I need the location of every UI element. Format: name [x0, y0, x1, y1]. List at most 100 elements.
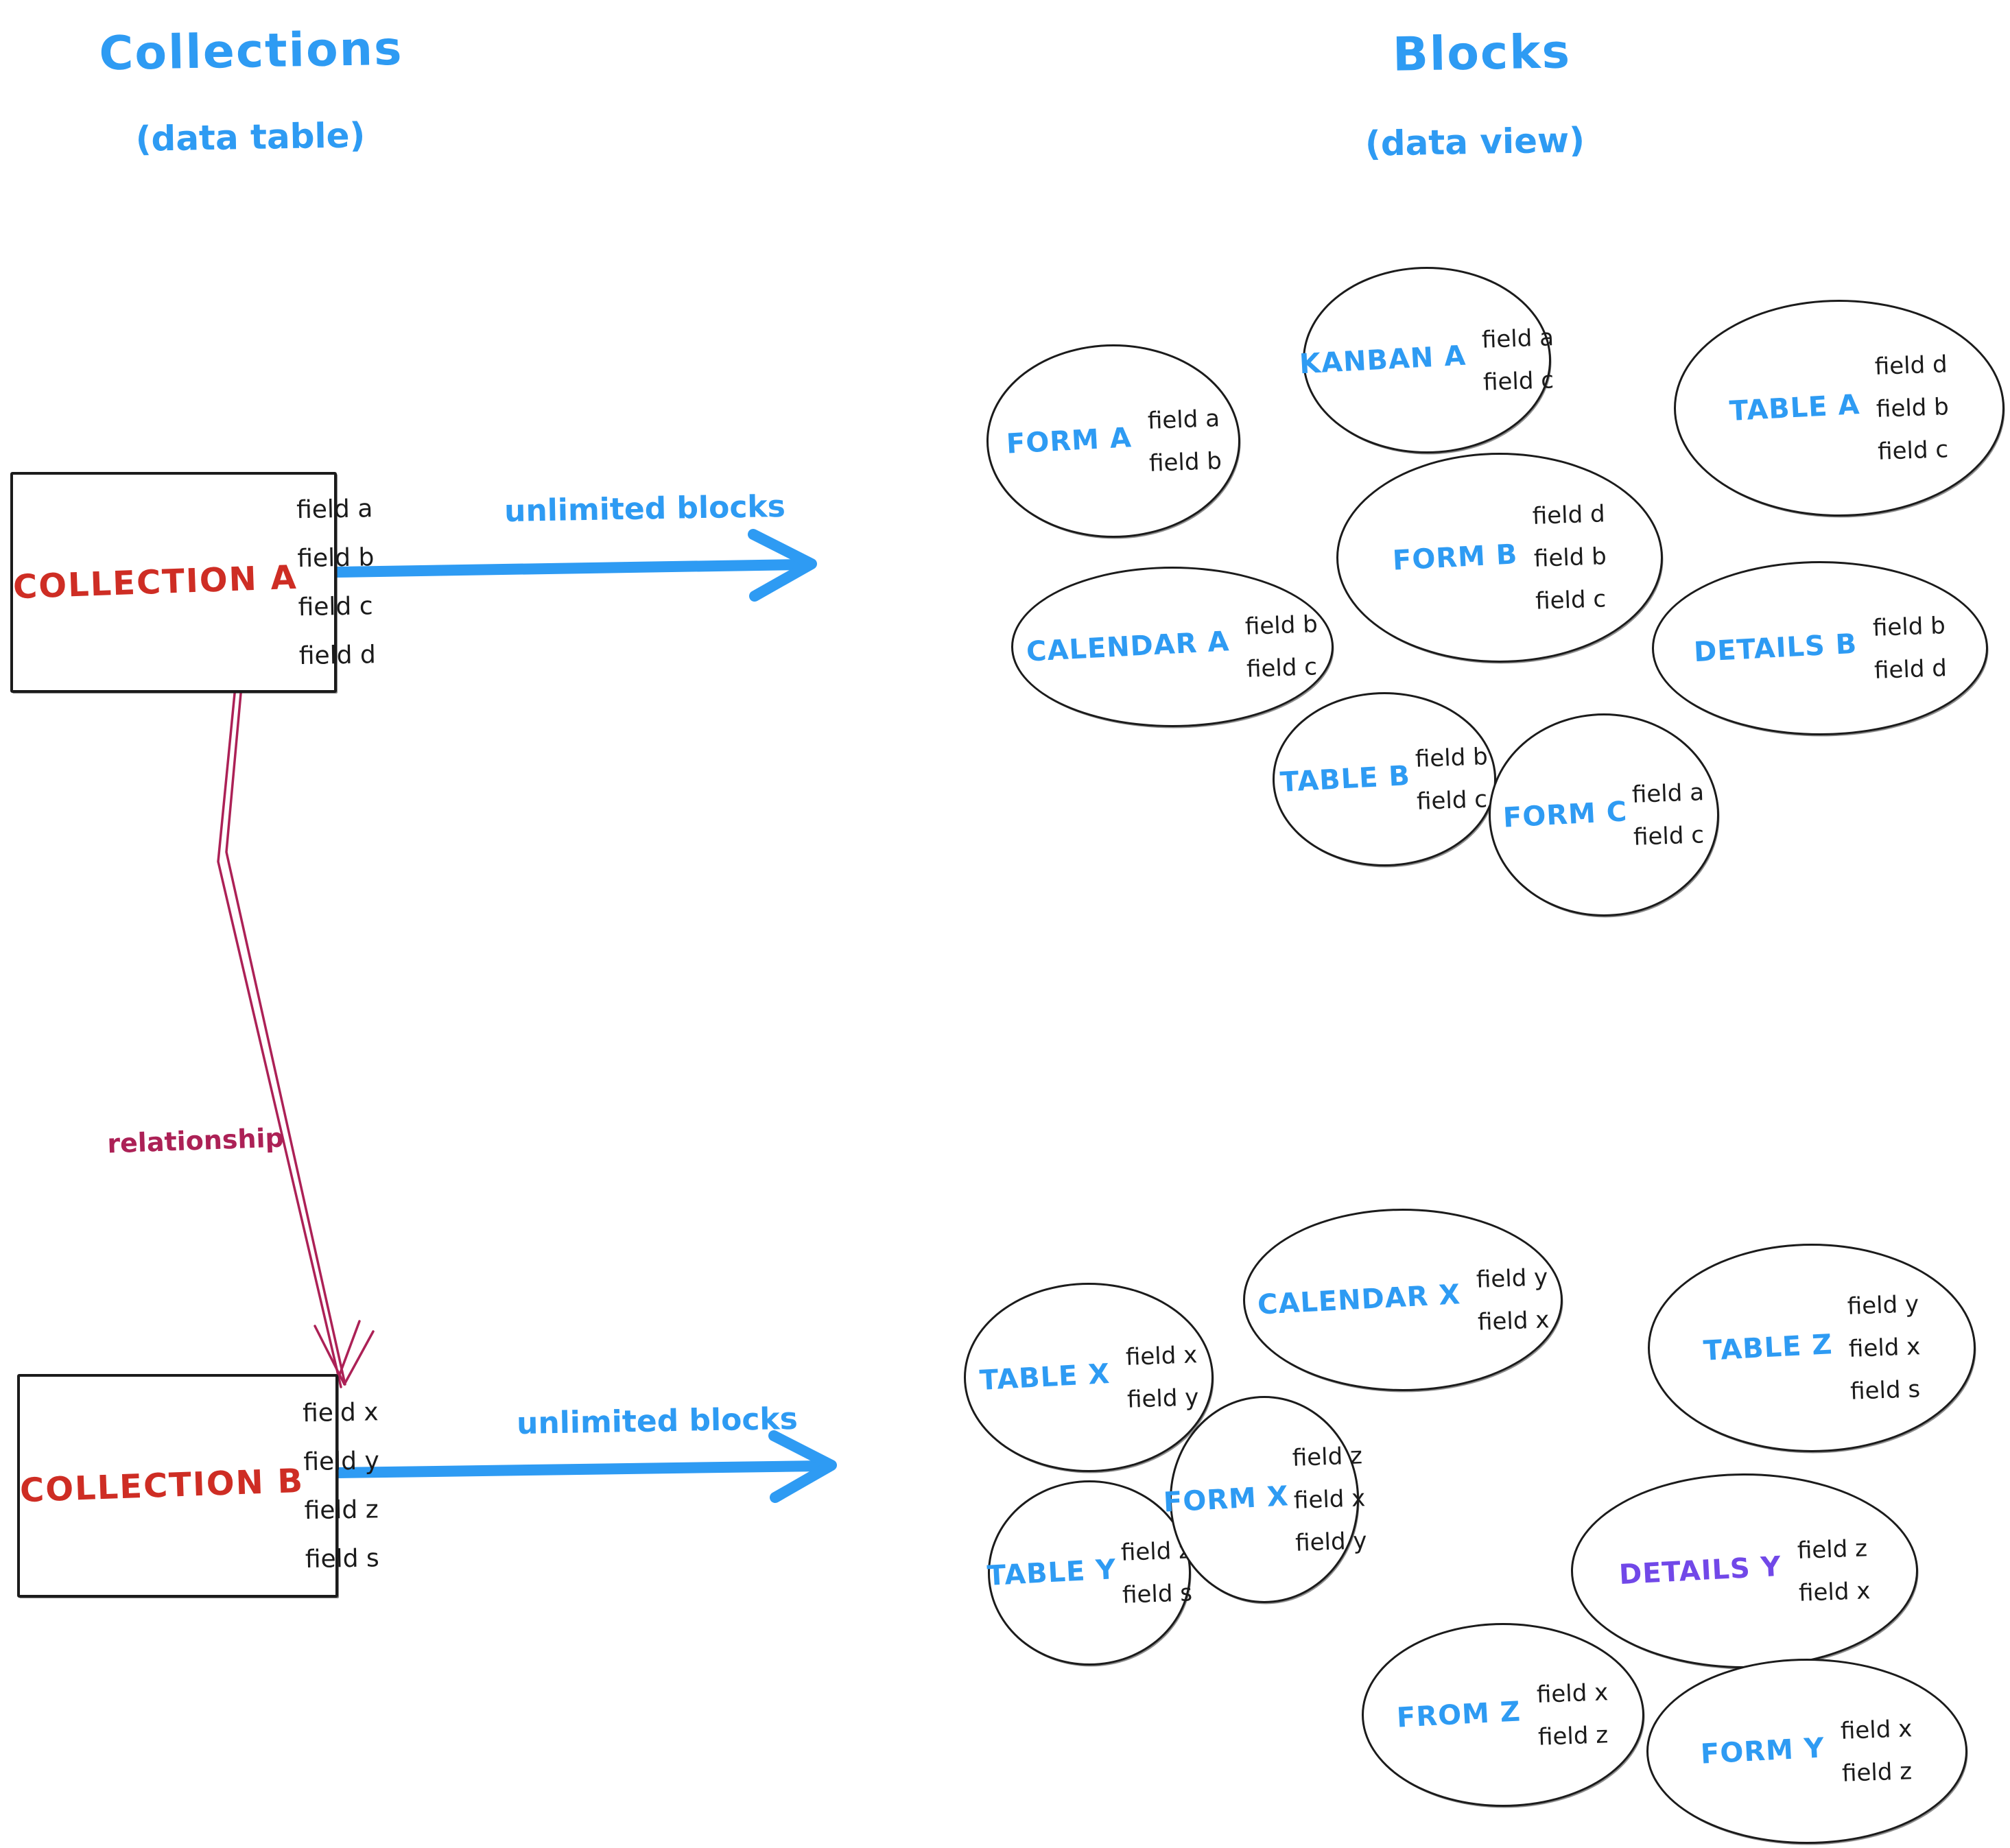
block-field: field s [1849, 1375, 1921, 1406]
block-label: FORM Y [1700, 1732, 1826, 1770]
block-fields: field z field x [1797, 1535, 1871, 1607]
collection-b-fields: field x field y field z field s [303, 1398, 399, 1574]
block-field: field d [1873, 654, 1948, 685]
block-field: field z [1292, 1442, 1363, 1472]
block-label: TABLE X [978, 1358, 1111, 1397]
block-ellipse-form-c: FORM C field a field c [1489, 713, 1719, 916]
block-field: field x [1798, 1577, 1871, 1607]
block-ellipse-table-y: TABLE Y field z field s [986, 1480, 1193, 1666]
block-field: field x [1125, 1341, 1198, 1371]
block-label: FORM B [1391, 538, 1519, 577]
collection-field: field d [298, 641, 376, 671]
block-ellipse-table-x: TABLE X field x field y [964, 1283, 1214, 1472]
block-ellipse-table-b: TABLE B field b field c [1273, 692, 1496, 866]
block-field: field z [1797, 1535, 1868, 1565]
block-field: field y [1126, 1384, 1199, 1414]
collection-field: field c [297, 592, 373, 622]
block-field: field b [1415, 743, 1489, 773]
block-fields: field d field b field c [1874, 351, 1950, 466]
collection-field: field s [305, 1544, 380, 1574]
block-field: field c [1482, 366, 1554, 396]
block-field: field x [1848, 1333, 1921, 1363]
block-fields: field y field x [1476, 1264, 1550, 1336]
block-ellipse-form-b: FORM B field d field b field c [1336, 453, 1663, 663]
block-field: field a [1631, 779, 1705, 809]
collections-title: Collections [98, 21, 404, 82]
block-ellipse-form-a: FORM A field a field b [986, 344, 1240, 538]
block-field: field d [1874, 351, 1948, 381]
block-fields: field a field c [1631, 779, 1706, 851]
block-fields: field y field x field s [1847, 1290, 1922, 1406]
block-field: field b [1872, 612, 1946, 642]
collection-a-fields: field a field b field c field d [296, 495, 393, 670]
collection-a-name: COLLECTION A [12, 558, 298, 607]
block-label: KANBAN A [1298, 340, 1467, 381]
block-fields: field b field d [1873, 612, 1948, 685]
block-fields: field d field b field c [1532, 500, 1608, 615]
collection-b-box: COLLECTION B field x field y field z fie… [17, 1374, 379, 1598]
unlimited-blocks-arrow-top [331, 529, 817, 602]
block-label: FORM C [1502, 796, 1629, 834]
block-field: field c [1246, 653, 1318, 683]
block-ellipse-details-y: DETAILS Y field z field x [1571, 1473, 1918, 1668]
unlimited-blocks-label-bottom: unlimited blocks [516, 1401, 799, 1442]
block-label: DETAILS B [1692, 628, 1858, 669]
block-field: field c [1633, 821, 1705, 851]
block-ellipse-calendar-x: CALENDAR X field y field x [1243, 1209, 1563, 1391]
block-ellipse-details-b: DETAILS B field b field d [1652, 561, 1988, 735]
block-fields: field x field z [1841, 1715, 1915, 1788]
block-fields: field z field x field y [1292, 1442, 1368, 1557]
block-field: field a [1481, 324, 1554, 354]
block-ellipse-table-z: TABLE Z field y field x field s [1648, 1244, 1976, 1452]
block-field: field c [1877, 436, 1949, 466]
block-field: field b [1148, 447, 1222, 477]
block-fields: field x field y [1125, 1341, 1199, 1414]
unlimited-blocks-label-top: unlimited blocks [504, 488, 786, 530]
blocks-subtitle: (data view) [1364, 120, 1585, 164]
block-ellipse-from-z: FROM Z field x field z [1362, 1623, 1644, 1807]
block-field: field b [1244, 611, 1319, 641]
block-field: field y [1294, 1527, 1368, 1557]
collection-a-box: COLLECTION A field a field b field c fie… [10, 472, 376, 693]
block-field: field c [1535, 585, 1607, 615]
collections-subtitle: (data table) [135, 115, 366, 159]
block-field: field x [1477, 1306, 1550, 1336]
block-fields: field a field b [1147, 405, 1222, 477]
block-label: TABLE B [1279, 760, 1412, 798]
collection-b-name: COLLECTION B [19, 1461, 305, 1511]
block-field: field z [1537, 1721, 1609, 1751]
collection-field: field z [304, 1495, 379, 1526]
block-label: CALENDAR X [1256, 1279, 1462, 1321]
block-label: FROM Z [1396, 1696, 1522, 1734]
collection-field: field a [296, 495, 373, 525]
collection-field: field y [303, 1447, 380, 1477]
block-label: FORM X [1162, 1480, 1290, 1519]
block-label: FORM A [1005, 422, 1133, 460]
block-field: field s [1122, 1579, 1193, 1609]
block-field: field b [1533, 543, 1607, 573]
block-label: TABLE Z [1702, 1329, 1834, 1367]
block-fields: field b field c [1415, 743, 1489, 816]
collection-field: field x [302, 1398, 379, 1428]
block-field: field x [1293, 1484, 1367, 1515]
block-field: field x [1536, 1679, 1609, 1709]
block-label: CALENDAR A [1025, 626, 1231, 668]
unlimited-blocks-arrow-bottom [332, 1430, 837, 1503]
block-ellipse-kanban-a: KANBAN A field a field c [1299, 267, 1554, 453]
block-ellipse-table-a: TABLE A field d field b field c [1674, 300, 2005, 517]
block-field: field b [1876, 393, 1950, 423]
block-label: DETAILS Y [1618, 1550, 1783, 1591]
relationship-label: relationship [106, 1122, 285, 1159]
block-label: TABLE Y [986, 1554, 1118, 1592]
block-ellipse-calendar-a: CALENDAR A field b field c [1011, 567, 1334, 727]
relationship-arrow [217, 685, 375, 1388]
block-field: field x [1840, 1715, 1913, 1745]
block-field: field d [1532, 500, 1606, 530]
block-field: field c [1416, 785, 1488, 816]
block-fields: field x field z [1537, 1679, 1611, 1751]
block-field: field z [1841, 1757, 1913, 1788]
blocks-title: Blocks [1392, 25, 1572, 82]
block-fields: field a field c [1481, 324, 1556, 396]
